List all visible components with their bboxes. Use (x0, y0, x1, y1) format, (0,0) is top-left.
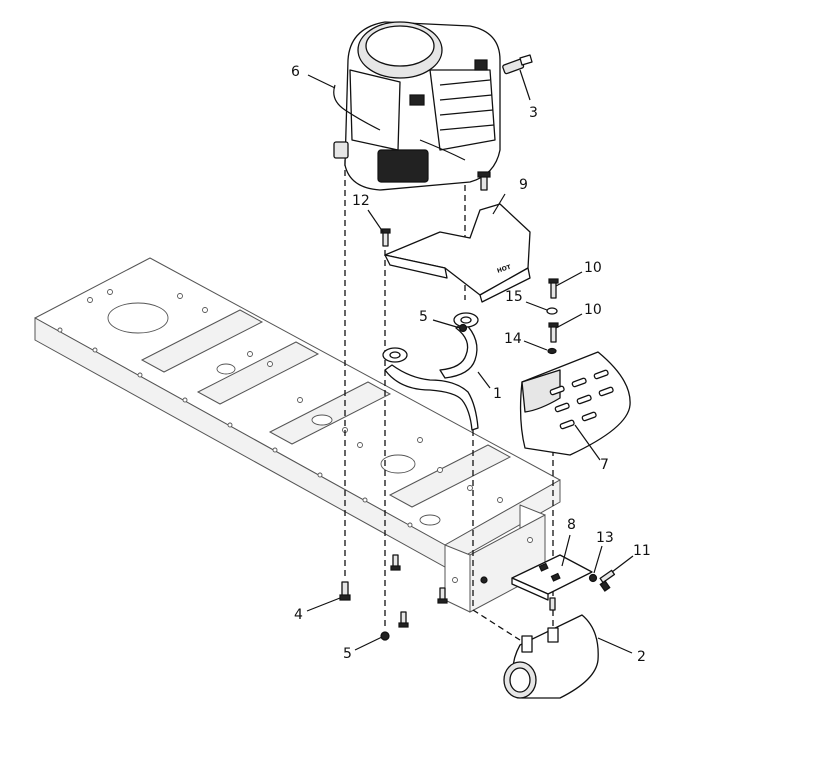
bolt-12 (380, 228, 391, 247)
engine-heat-bracket: HOT (384, 203, 531, 303)
callout-15: 15 (505, 289, 523, 305)
callout-4: 4 (294, 607, 303, 623)
bolt-11 (599, 569, 616, 592)
callout-14: 14 (504, 331, 522, 347)
callout-1: 1 (493, 386, 502, 402)
callout-3: 3 (529, 105, 538, 121)
bolt-10-upper (548, 278, 559, 299)
nut-5-upper (458, 323, 468, 333)
callout-11: 11 (633, 543, 651, 559)
bolt-4 (339, 581, 351, 601)
callout-10-upper: 10 (584, 260, 602, 276)
callout-labels: 6 3 9 12 10 15 10 5 14 1 7 8 13 11 4 2 5 (291, 64, 651, 665)
callout-7: 7 (600, 457, 609, 473)
exhaust-pipes (382, 312, 479, 431)
callout-6: 6 (291, 64, 300, 80)
leader-lines (306, 69, 634, 654)
washer-14 (547, 347, 557, 355)
bolt-10-lower (548, 322, 559, 343)
callout-12: 12 (352, 193, 370, 209)
callout-13: 13 (596, 530, 614, 546)
callout-8: 8 (567, 517, 576, 533)
callout-2: 2 (637, 649, 646, 665)
callout-9: 9 (519, 177, 528, 193)
frame-bolts (390, 554, 488, 628)
muffler-bracket (511, 554, 593, 611)
callout-5-upper: 5 (419, 309, 428, 325)
nut-5-lower (380, 631, 390, 641)
muffler-heat-shield (519, 351, 631, 456)
callout-5-lower: 5 (343, 646, 352, 662)
washer-15 (546, 307, 558, 315)
nut-13 (588, 573, 598, 583)
engine-assembly (333, 21, 533, 191)
callout-10-lower: 10 (584, 302, 602, 318)
hot-warning-label: HOT (496, 263, 513, 274)
chassis-frame (34, 257, 561, 613)
muffler (503, 614, 599, 699)
